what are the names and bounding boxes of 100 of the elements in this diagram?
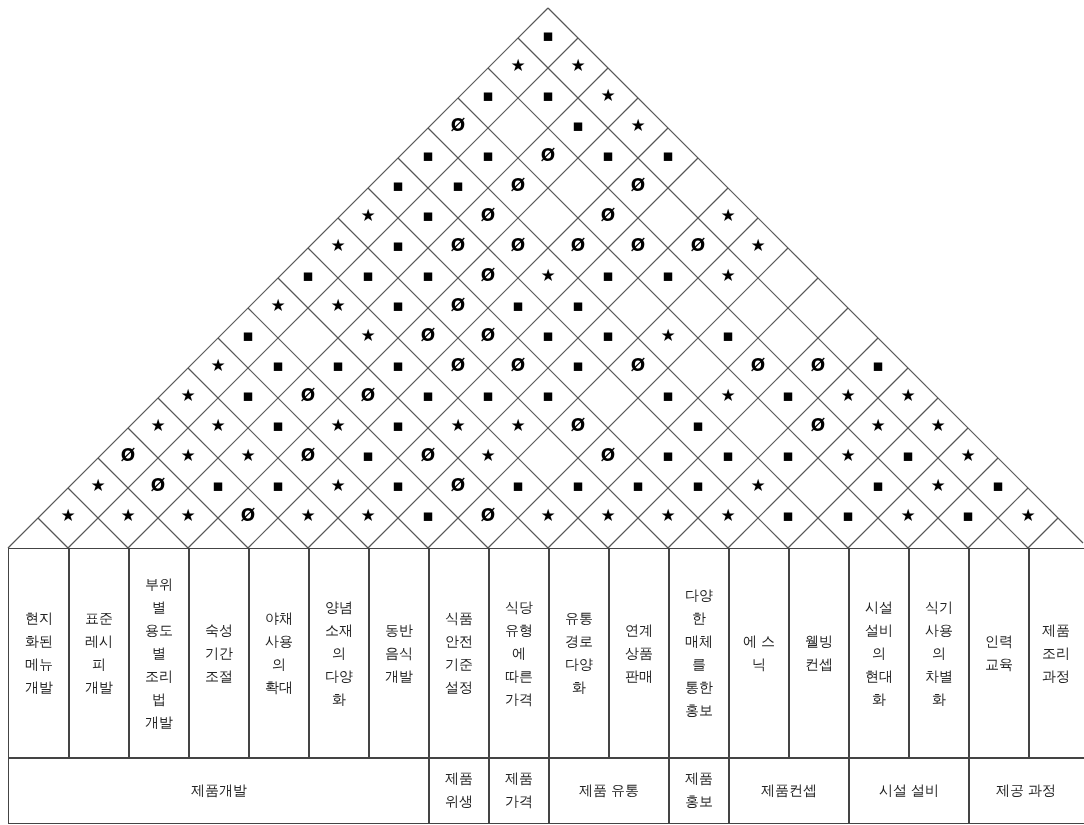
correlation-symbol: ▪ [572, 356, 584, 374]
correlation-symbol: Ø [120, 446, 136, 464]
correlation-symbol: ▪ [212, 476, 224, 494]
correlation-symbol: ★ [630, 116, 646, 134]
correlation-symbol: ▪ [662, 146, 674, 164]
correlation-symbol: ★ [720, 266, 736, 284]
correlation-symbol: ▪ [272, 476, 284, 494]
correlation-symbol: ★ [510, 416, 526, 434]
requirement-header-cell: 식기 사용 의 차별 화 [908, 548, 970, 759]
correlation-symbol: ★ [60, 506, 76, 524]
correlation-symbol: Ø [480, 206, 496, 224]
correlation-symbol: ▪ [272, 416, 284, 434]
requirement-header-cell: 식품 안전 기준 설정 [428, 548, 490, 759]
correlation-symbol: ▪ [872, 356, 884, 374]
correlation-symbol: Ø [510, 356, 526, 374]
correlation-symbol: Ø [150, 476, 166, 494]
correlation-symbol: Ø [630, 236, 646, 254]
correlation-symbol: ▪ [572, 296, 584, 314]
requirement-header-cell: 제품 조리 과정 [1028, 548, 1084, 759]
correlation-symbol: ▪ [422, 266, 434, 284]
correlation-symbol: ▪ [242, 326, 254, 344]
correlation-symbol: Ø [480, 266, 496, 284]
correlation-symbol: Ø [300, 446, 316, 464]
correlation-symbol: ★ [660, 506, 676, 524]
correlation-symbol: ▪ [542, 326, 554, 344]
correlation-symbol: Ø [450, 236, 466, 254]
correlation-symbol: ▪ [662, 386, 674, 404]
category-header-cell: 제품컨셉 [728, 757, 850, 824]
requirement-header-cell: 웰빙 컨셉 [788, 548, 850, 759]
correlation-symbol: ▪ [782, 386, 794, 404]
correlation-symbol: Ø [750, 356, 766, 374]
correlation-symbol: ★ [330, 236, 346, 254]
correlation-symbol: ★ [180, 446, 196, 464]
requirement-header-cell: 야채 사용 의 확대 [248, 548, 310, 759]
correlation-symbol: Ø [570, 236, 586, 254]
correlation-symbol: ▪ [782, 506, 794, 524]
correlation-symbol: ★ [930, 416, 946, 434]
correlation-symbol: ★ [960, 446, 976, 464]
correlation-symbol: Ø [450, 116, 466, 134]
correlation-symbol: ★ [360, 326, 376, 344]
requirement-header-cell: 시설 설비 의 현대 화 [848, 548, 910, 759]
correlation-symbol: ★ [240, 446, 256, 464]
requirement-header-cell: 유통 경로 다양 화 [548, 548, 610, 759]
correlation-symbol: ★ [330, 416, 346, 434]
correlation-symbol: ★ [570, 56, 586, 74]
correlation-symbol: ▪ [422, 386, 434, 404]
correlation-symbol: Ø [600, 446, 616, 464]
correlation-symbol: ▪ [302, 266, 314, 284]
correlation-symbol: ★ [750, 236, 766, 254]
correlation-symbol: ▪ [542, 386, 554, 404]
correlation-symbol: ★ [540, 506, 556, 524]
correlation-symbol: Ø [690, 236, 706, 254]
requirement-header-cell: 현지 화된 메뉴 개발 [8, 548, 70, 759]
category-header-cell: 제품 가격 [488, 757, 550, 824]
correlation-symbol: Ø [810, 416, 826, 434]
correlation-symbol: ★ [600, 86, 616, 104]
requirement-header-cell: 연계 상품 판매 [608, 548, 670, 759]
correlation-symbol: ▪ [722, 326, 734, 344]
correlation-symbol: ▪ [422, 206, 434, 224]
correlation-symbol: ▪ [512, 296, 524, 314]
correlation-symbol: ★ [330, 296, 346, 314]
correlation-symbol: ▪ [692, 416, 704, 434]
correlation-symbol: ▪ [902, 446, 914, 464]
correlation-symbol: Ø [360, 386, 376, 404]
correlation-symbol: ▪ [482, 386, 494, 404]
correlation-symbol: ▪ [482, 146, 494, 164]
correlation-symbol: ★ [1020, 506, 1036, 524]
category-header-cell: 시설 설비 [848, 757, 970, 824]
correlation-symbol: ★ [150, 416, 166, 434]
correlation-symbol: ★ [840, 446, 856, 464]
correlation-symbol: ★ [120, 506, 136, 524]
correlation-symbol: Ø [420, 446, 436, 464]
correlation-symbol: ★ [840, 386, 856, 404]
category-header-cell: 제공 과정 [968, 757, 1084, 824]
correlation-symbol: ★ [600, 506, 616, 524]
category-header-cell: 제품 홍보 [668, 757, 730, 824]
correlation-symbol: Ø [630, 356, 646, 374]
correlation-symbol: ▪ [512, 476, 524, 494]
correlation-symbol: Ø [240, 506, 256, 524]
correlation-symbol: ★ [180, 506, 196, 524]
correlation-symbol: ▪ [572, 116, 584, 134]
correlation-symbol: Ø [540, 146, 556, 164]
correlation-symbol: ★ [540, 266, 556, 284]
correlation-symbol: ▪ [692, 476, 704, 494]
correlation-symbol: ▪ [962, 506, 974, 524]
requirement-header-cell: 다양 한 매체 를 통한 홍보 [668, 548, 730, 759]
correlation-symbol: ★ [720, 206, 736, 224]
correlation-symbol: ▪ [602, 326, 614, 344]
correlation-symbol: ▪ [272, 356, 284, 374]
correlation-symbol: ▪ [242, 386, 254, 404]
correlation-symbol: ★ [930, 476, 946, 494]
correlation-symbol: ▪ [422, 146, 434, 164]
correlation-symbol: ★ [450, 416, 466, 434]
correlation-symbol: Ø [450, 356, 466, 374]
correlation-symbol: ▪ [332, 356, 344, 374]
correlation-symbol: ★ [90, 476, 106, 494]
requirement-header-cell: 양념 소재 의 다양 화 [308, 548, 370, 759]
correlation-symbol: ▪ [392, 476, 404, 494]
requirement-header-cell: 부위 별 용도 별 조리 법 개발 [128, 548, 190, 759]
correlation-symbol: Ø [480, 326, 496, 344]
